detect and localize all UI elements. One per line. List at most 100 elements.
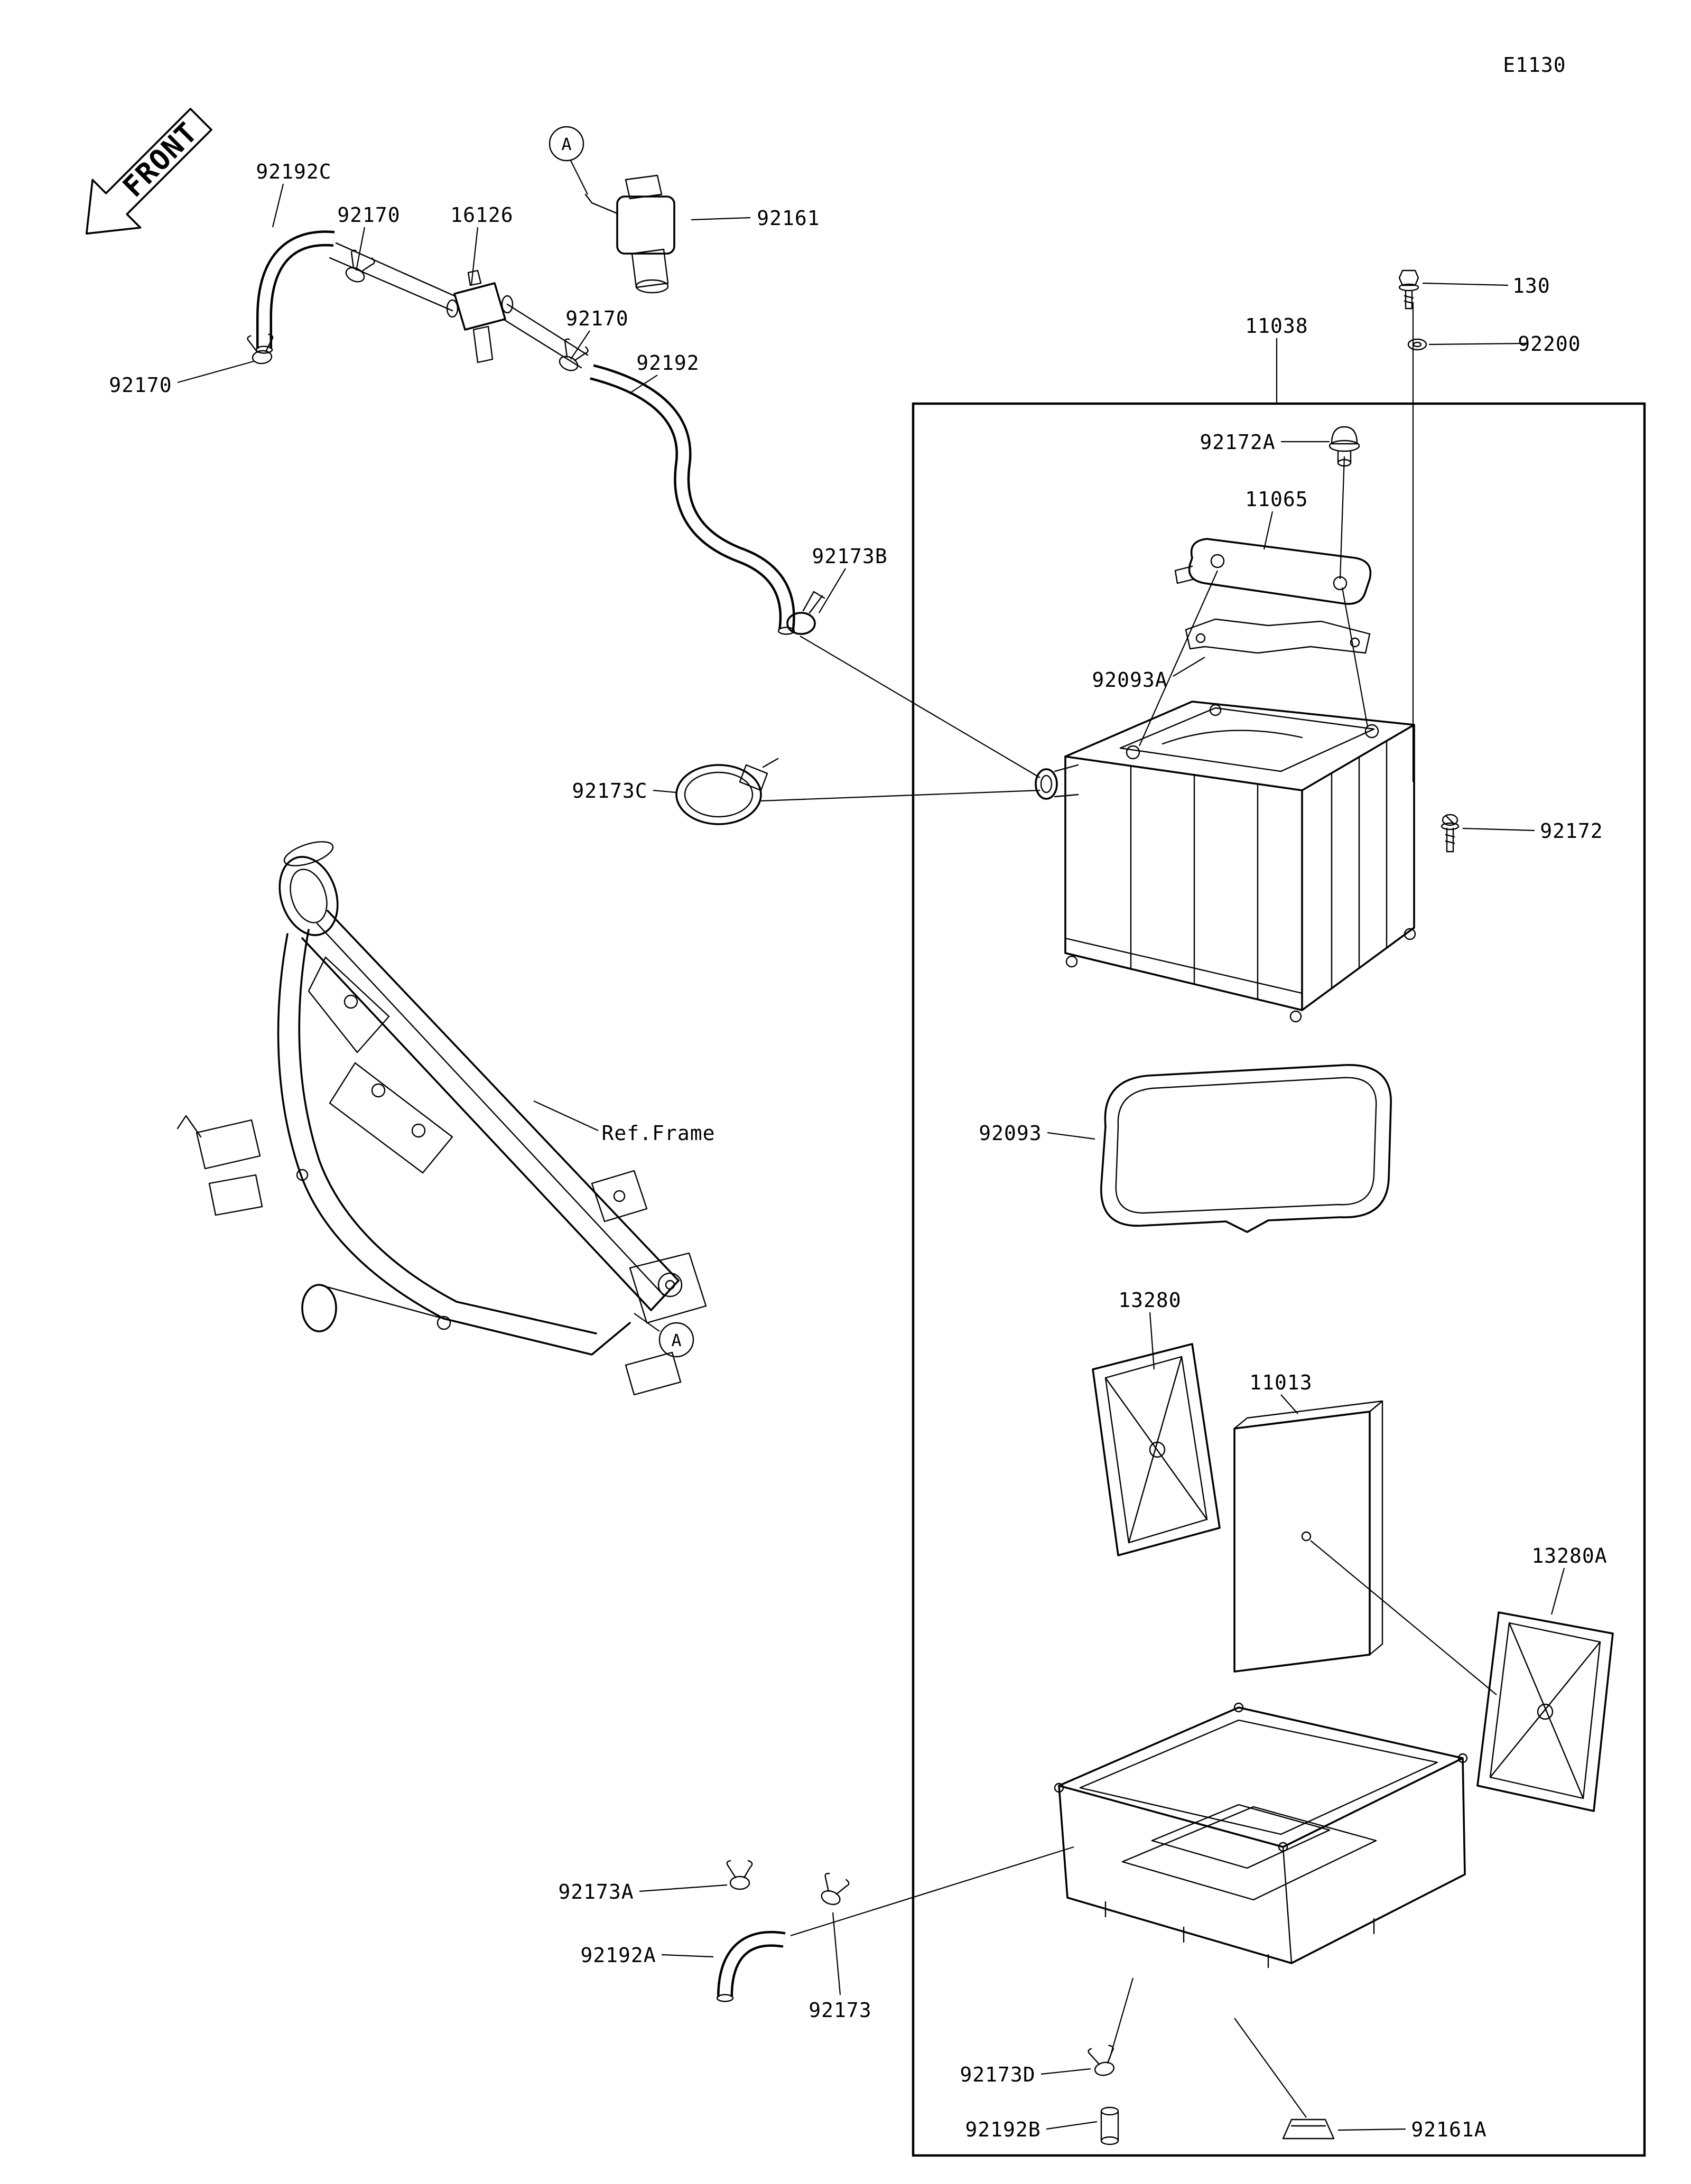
leader-line (691, 217, 751, 221)
screw-92172 (1441, 814, 1460, 853)
label-92170-c: 92170 (565, 307, 628, 330)
valve-16126 (446, 269, 514, 363)
label-11065: 11065 (1245, 488, 1308, 511)
hose-clip-92170 (345, 249, 375, 283)
gasket-92093 (1100, 1064, 1392, 1233)
leader-line (1047, 1132, 1095, 1140)
plug-92161a (1282, 2118, 1335, 2140)
label-92192b: 92192B (965, 2118, 1040, 2141)
leader-line (533, 1100, 599, 1131)
leader-line (1462, 827, 1535, 832)
leader-line (1422, 282, 1509, 286)
leader-line (570, 160, 588, 195)
cover-11065 (1174, 538, 1372, 605)
assembly-line (1138, 570, 1219, 746)
element-frame-13280 (1092, 1343, 1221, 1556)
callout-a-bottom: A (658, 1322, 694, 1358)
lower-case (1054, 1702, 1468, 1968)
element-frame-13280a (1476, 1611, 1614, 1812)
hose-end (777, 627, 795, 635)
label-ref-frame: Ref.Frame (602, 1122, 716, 1145)
elbow-hose-92192c (256, 230, 335, 349)
label-11038: 11038 (1245, 314, 1308, 338)
air-cleaner-assembly (1035, 269, 1614, 2145)
leader-line (355, 227, 366, 271)
clamp-92173c (675, 758, 779, 825)
drain-tube-92192b (1100, 2106, 1119, 2145)
assembly-line (1109, 1977, 1134, 2059)
part-labels: E1130 92192C 92170 16126 92161 92170 921… (109, 53, 1607, 2141)
leader-line (1337, 2128, 1406, 2131)
label-92173c: 92173C (572, 779, 647, 802)
label-92170-b: 92170 (109, 374, 172, 397)
label-92161: 92161 (757, 207, 820, 230)
leader-line (819, 568, 846, 613)
label-13280: 13280 (1118, 1289, 1181, 1312)
front-arrow-label: FRONT (116, 116, 205, 204)
drain-hose-group (716, 1860, 850, 2002)
label-92173: 92173 (809, 1999, 871, 2022)
label-92170-a: 92170 (337, 203, 400, 227)
label-92093a: 92093A (1092, 668, 1167, 692)
hose-clip-92173 (821, 1872, 850, 1906)
assembly-line (1339, 456, 1345, 580)
front-arrow: FRONT (85, 108, 212, 235)
leader-line (661, 1954, 714, 1958)
hose-clip-92173a (726, 1860, 753, 1890)
leader-line (832, 1912, 841, 1995)
leader-line (1550, 1567, 1565, 1615)
callout-a-bottom-label: A (671, 1330, 681, 1350)
assembly-line (1234, 2018, 1307, 2118)
sensor-92161 (584, 174, 675, 294)
label-92192c: 92192C (256, 160, 331, 183)
leader-line (272, 183, 284, 228)
assembly-line (1341, 587, 1369, 727)
housing-11038 (1035, 701, 1416, 1023)
label-11013: 11013 (1249, 1371, 1312, 1394)
leader-line (639, 1884, 728, 1892)
label-130: 130 (1512, 274, 1550, 297)
assembly-line (790, 1846, 1074, 1937)
frame-drawing: A (176, 841, 707, 1396)
leader-line (1263, 511, 1274, 550)
leader-line (1046, 2121, 1098, 2130)
screw-130 (1398, 269, 1419, 310)
leader-line (177, 360, 254, 384)
gasket-92093a (1185, 618, 1371, 654)
label-92161a: 92161A (1411, 2118, 1486, 2141)
assembly-line (800, 636, 1040, 778)
label-13280a: 13280A (1531, 1544, 1607, 1567)
clamp-92173b (786, 591, 825, 635)
leader-line (1149, 1312, 1155, 1370)
hose-clip-92170 (247, 333, 274, 365)
hose-clip-92170 (559, 338, 589, 371)
label-92192: 92192 (636, 351, 699, 375)
assembly-line (1310, 1540, 1497, 1695)
breather-hose-circuit: A (247, 126, 825, 825)
leader-line (1428, 342, 1527, 346)
breather-pipe (329, 242, 456, 312)
leader-line (1040, 2068, 1091, 2075)
filter-element-11013 (1233, 1400, 1383, 1673)
leader-lines (177, 160, 1565, 2131)
leader-line (1280, 1394, 1298, 1414)
leader-line (570, 330, 590, 360)
leader-line (653, 789, 677, 794)
leader-line (470, 227, 479, 286)
label-92172: 92172 (1540, 819, 1603, 843)
diagram-code: E1130 (1503, 53, 1566, 77)
callout-a-top: A (549, 126, 584, 162)
leader-line (634, 1313, 660, 1332)
label-92173b: 92173B (812, 545, 887, 568)
callout-a-top-label: A (561, 134, 571, 154)
hose-clip-92173d (1088, 2045, 1115, 2076)
parts-group-border (912, 402, 1646, 2157)
label-92192a: 92192A (580, 1944, 656, 1967)
label-92200: 92200 (1518, 332, 1581, 356)
label-92173a: 92173A (558, 1880, 634, 1903)
leader-line (629, 375, 658, 394)
breather-pipe-2 (502, 303, 589, 369)
